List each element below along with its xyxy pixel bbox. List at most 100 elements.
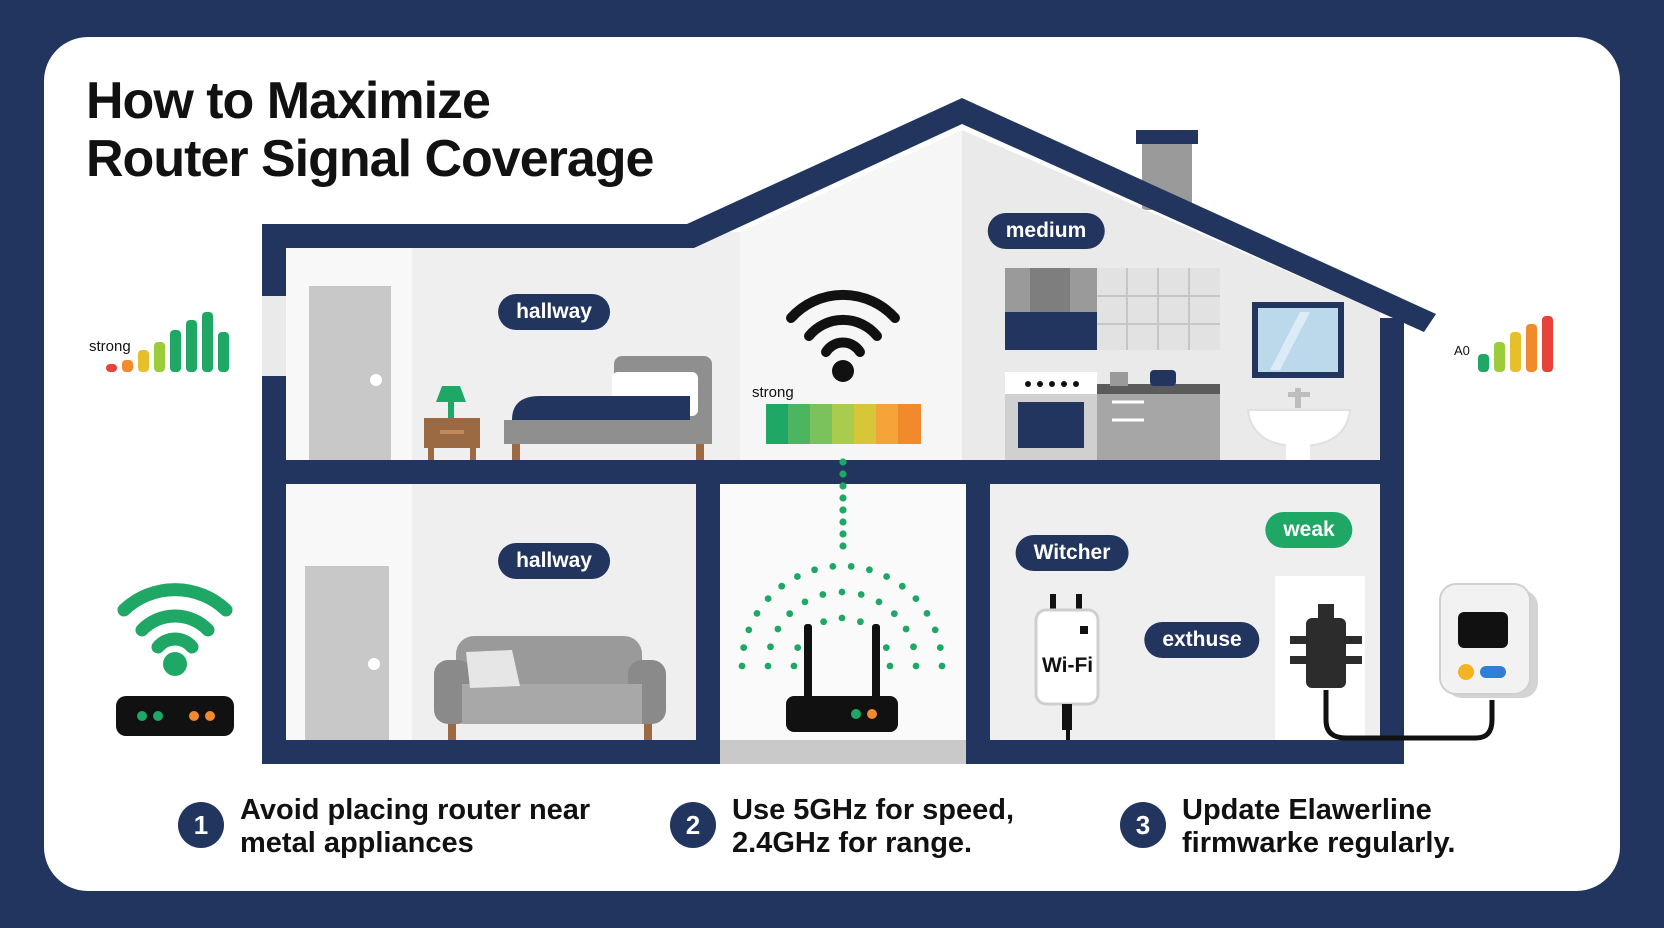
signal-bar: [122, 360, 133, 372]
tip-line-2: firmwarke regularly.: [1182, 827, 1456, 859]
router-icon: [786, 624, 898, 732]
title-line-2: Router Signal Coverage: [86, 130, 654, 188]
bed-icon: [504, 356, 712, 460]
meter-segment: [832, 404, 855, 444]
label-exthuse: exthuse: [1144, 622, 1260, 658]
tip-1: 1 Avoid placing router near metal applia…: [178, 794, 590, 860]
signal-dot: [912, 662, 920, 670]
meter-segment: [788, 404, 811, 444]
tip-3: 3 Update Elawerline firmwarke regularly.: [1120, 794, 1455, 860]
signal-bar: [1510, 332, 1521, 372]
signal-dot: [811, 566, 818, 574]
signal-dot: [839, 518, 847, 526]
signal-dot: [938, 662, 946, 670]
signal-dot: [857, 591, 865, 598]
signal-dot: [886, 662, 894, 670]
signal-bar: [218, 332, 229, 372]
label-hallway-lower: hallway: [498, 543, 610, 579]
page-title: How to Maximize Router Signal Coverage: [86, 72, 654, 188]
lamp-icon: [424, 386, 480, 460]
tip-number-badge: 2: [670, 802, 716, 848]
signal-bar: [154, 342, 165, 372]
signal-dot: [794, 573, 801, 580]
signal-meter-center: [766, 404, 921, 444]
signal-bar: [202, 312, 213, 372]
signal-dot: [866, 566, 873, 574]
signal-dot: [847, 563, 855, 570]
signal-dot: [829, 563, 837, 570]
signal-dot: [774, 625, 782, 633]
signal-bar: [186, 320, 197, 372]
signal-dot: [910, 643, 917, 651]
label-hallway-upper: hallway: [498, 294, 610, 330]
label-strong-left: strong: [89, 338, 131, 355]
signal-dot: [936, 644, 944, 651]
house-walls: [262, 98, 1436, 764]
signal-bars-right: [1478, 316, 1553, 372]
signal-bar: [1542, 316, 1553, 372]
signal-dot: [902, 625, 910, 633]
range-hood-icon: [1005, 268, 1097, 350]
signal-dots-vertical: [839, 458, 847, 550]
signal-dot: [912, 595, 920, 602]
signal-dot: [890, 610, 898, 618]
signal-dot: [767, 643, 774, 651]
sink-icon: [1246, 388, 1352, 460]
tip-line-1: Update Elawerline: [1182, 794, 1432, 826]
signal-dot: [839, 506, 847, 514]
signal-dot: [786, 610, 794, 618]
signal-dot: [839, 470, 847, 478]
extender-icon: [1034, 594, 1100, 740]
meter-segment: [810, 404, 833, 444]
signal-dot: [764, 662, 772, 670]
signal-dot: [838, 614, 846, 622]
window-gap: [262, 296, 286, 376]
signal-dot: [753, 610, 761, 617]
signal-bar: [1526, 324, 1537, 372]
signal-dot: [875, 598, 883, 606]
signal-dot: [882, 644, 890, 651]
signal-dot: [820, 618, 827, 626]
wifi-icon: [786, 289, 900, 357]
label-medium: medium: [987, 213, 1105, 249]
meter-segment: [766, 404, 789, 444]
signal-dot: [794, 644, 802, 651]
wifi-icon-dot: [163, 652, 187, 676]
door-icon: [309, 286, 391, 460]
signal-bar: [106, 364, 117, 372]
signal-dot: [898, 582, 906, 590]
tip-line-1: Avoid placing router near: [240, 794, 591, 826]
kitchen-counter-icon: [1097, 370, 1220, 460]
powerline-cable: [1323, 690, 1495, 741]
signal-bar: [1478, 354, 1489, 372]
wifi-icon: [117, 583, 233, 654]
tip-text: Use 5GHz for speed, 2.4GHz for range.: [732, 794, 1014, 860]
label-strong-center: strong: [752, 384, 794, 401]
tip-line-2: metal appliances: [240, 827, 474, 859]
tip-number-badge: 1: [178, 802, 224, 848]
signal-dot: [819, 591, 827, 598]
kitchen-tiles: [1096, 268, 1220, 350]
powerline-adapter-icon: [1290, 604, 1362, 688]
label-weak: weak: [1265, 512, 1353, 548]
label-right-signal: A0: [1454, 343, 1470, 358]
signal-bars-left: [106, 312, 229, 372]
mirror-icon: [1252, 302, 1344, 378]
signal-dot: [839, 530, 847, 538]
meter-segment: [898, 404, 921, 444]
signal-dot: [923, 610, 931, 617]
signal-bar: [170, 330, 181, 372]
signal-dot: [931, 626, 939, 634]
tip-line-1: Use 5GHz for speed,: [732, 794, 1015, 826]
door-icon: [305, 566, 389, 740]
signal-dot: [745, 626, 753, 634]
signal-dot: [839, 494, 847, 502]
signal-dot: [838, 588, 846, 596]
tip-2: 2 Use 5GHz for speed, 2.4GHz for range.: [670, 794, 1014, 860]
label-wifi-device: Wi-Fi: [1042, 654, 1094, 677]
signal-dot: [883, 573, 890, 580]
title-line-1: How to Maximize: [86, 72, 491, 130]
tip-line-2: 2.4GHz for range.: [732, 827, 973, 859]
